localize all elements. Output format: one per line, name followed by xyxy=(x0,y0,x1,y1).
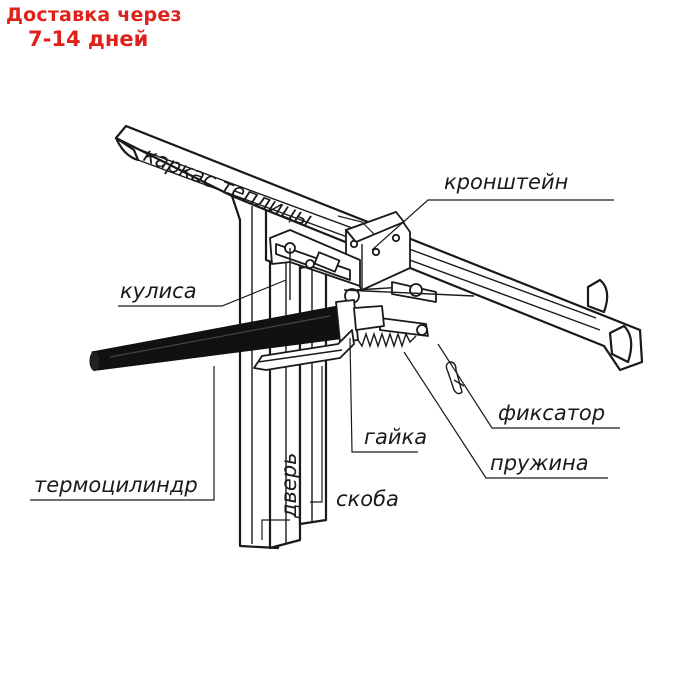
label-slider: кулиса xyxy=(120,279,197,303)
label-thermocylinder: термоцилиндр xyxy=(34,473,198,497)
label-door: дверь xyxy=(277,452,301,519)
bracket-part xyxy=(345,211,411,291)
label-retainer: фиксатор xyxy=(498,401,605,425)
label-bracket: кронштейн xyxy=(444,170,568,194)
linkage-part xyxy=(343,281,475,337)
spring-part xyxy=(357,331,417,349)
label-nut: гайка xyxy=(364,425,427,449)
retainer-part xyxy=(445,361,465,395)
label-spring: пружина xyxy=(490,451,589,475)
delivery-banner-line1: Доставка через xyxy=(6,4,182,26)
slider-part xyxy=(269,229,361,300)
thermocylinder-part xyxy=(89,299,385,371)
label-clamp: скоба xyxy=(336,487,399,511)
clamp-part xyxy=(253,329,355,371)
label-frame: каркас теплицы xyxy=(140,142,315,231)
leader-lines xyxy=(30,199,620,540)
delivery-banner-line2: 7-14 дней xyxy=(28,27,149,51)
